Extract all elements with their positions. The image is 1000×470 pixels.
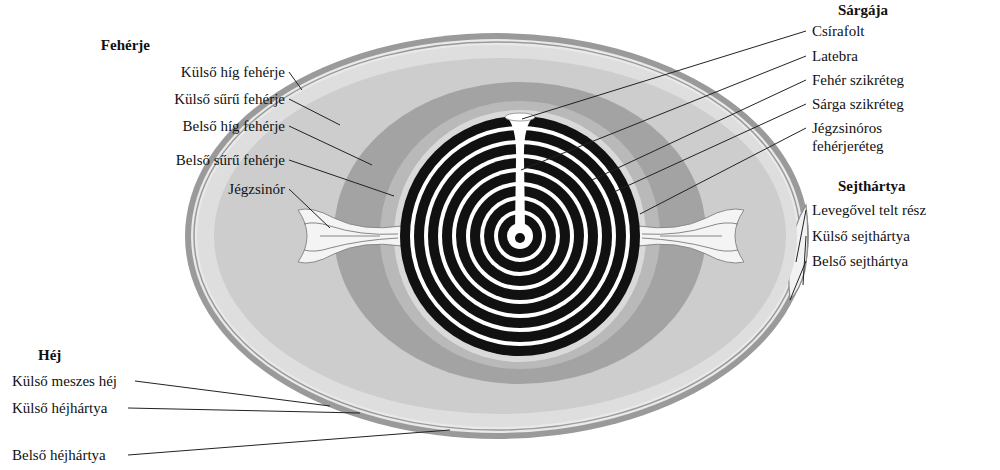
part-label: Sárga szikréteg <box>812 95 904 113</box>
part-label: Jégzsinór <box>228 180 285 198</box>
part-label: Külső híg fehérje <box>181 63 285 81</box>
leader-lines <box>128 31 806 455</box>
group-heading: Héj <box>38 346 61 364</box>
part-label: Fehér szikréteg <box>812 71 904 89</box>
group-heading: Sárgája <box>838 1 888 19</box>
inner-thick-albumen <box>380 101 660 369</box>
part-label: Külső sejthártya <box>812 227 910 245</box>
chalaza-left <box>298 209 402 263</box>
germinal-disc <box>505 113 535 121</box>
part-label: Belső sejthártya <box>812 252 908 270</box>
part-label: Latebra <box>812 47 858 65</box>
part-label: Belső héjhártya <box>12 446 106 464</box>
yolk <box>400 116 640 356</box>
part-label: Belső sűrű fehérje <box>176 151 285 169</box>
chalaza-right <box>638 209 744 263</box>
outer-thick-albumen <box>214 58 786 414</box>
part-label: Külső sűrű fehérje <box>174 90 285 108</box>
chalaziferous-layer <box>394 110 646 362</box>
part-label: Külső meszes héj <box>12 372 117 390</box>
latebra-dot <box>515 233 525 243</box>
part-label: Levegővel telt rész <box>812 201 926 219</box>
part-label: Csírafolt <box>812 22 865 40</box>
latebra-center <box>507 223 533 249</box>
outer-thin-albumen <box>197 45 797 427</box>
group-heading: Fehérje <box>101 36 150 54</box>
chalaza-right-strands <box>642 223 738 251</box>
part-label: Jégzsinóros fehérjeréteg <box>812 119 932 155</box>
part-label: Külső héjhártya <box>12 399 107 417</box>
group-heading: Sejthártya <box>838 177 906 195</box>
latebra <box>506 116 534 228</box>
chalaza-left-strands <box>304 223 398 251</box>
part-label: Belső híg fehérje <box>183 117 285 135</box>
